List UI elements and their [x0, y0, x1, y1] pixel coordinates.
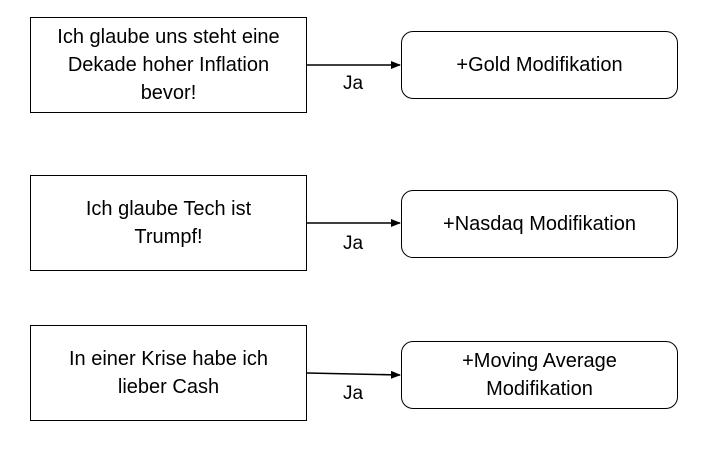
edge-label-yes: Ja: [343, 233, 364, 254]
statement-box-inflation: Ich glaube uns steht eine Dekade hoher I…: [30, 17, 307, 113]
statement-box-tech: Ich glaube Tech ist Trumpf!: [30, 175, 307, 271]
statement-text: Ich glaube uns steht eine Dekade hoher I…: [57, 26, 280, 104]
result-text: +Gold Modifikation: [456, 54, 623, 76]
statement-box-crisis: In einer Krise habe ich lieber Cash: [30, 325, 307, 421]
statement-text: Ich glaube Tech ist Trumpf!: [85, 198, 252, 248]
edge-label-yes: Ja: [343, 383, 364, 404]
result-text: +Moving Average Modifikation: [462, 350, 617, 400]
result-box-moving-average: +Moving Average Modifikation: [401, 341, 678, 409]
arrow-row-3: [306, 370, 401, 379]
result-box-gold: +Gold Modifikation: [401, 31, 678, 99]
edge-label-yes: Ja: [343, 73, 364, 94]
result-text: +Nasdaq Modifikation: [443, 213, 636, 235]
statement-text: In einer Krise habe ich lieber Cash: [68, 348, 268, 398]
result-box-nasdaq: +Nasdaq Modifikation: [401, 190, 678, 258]
